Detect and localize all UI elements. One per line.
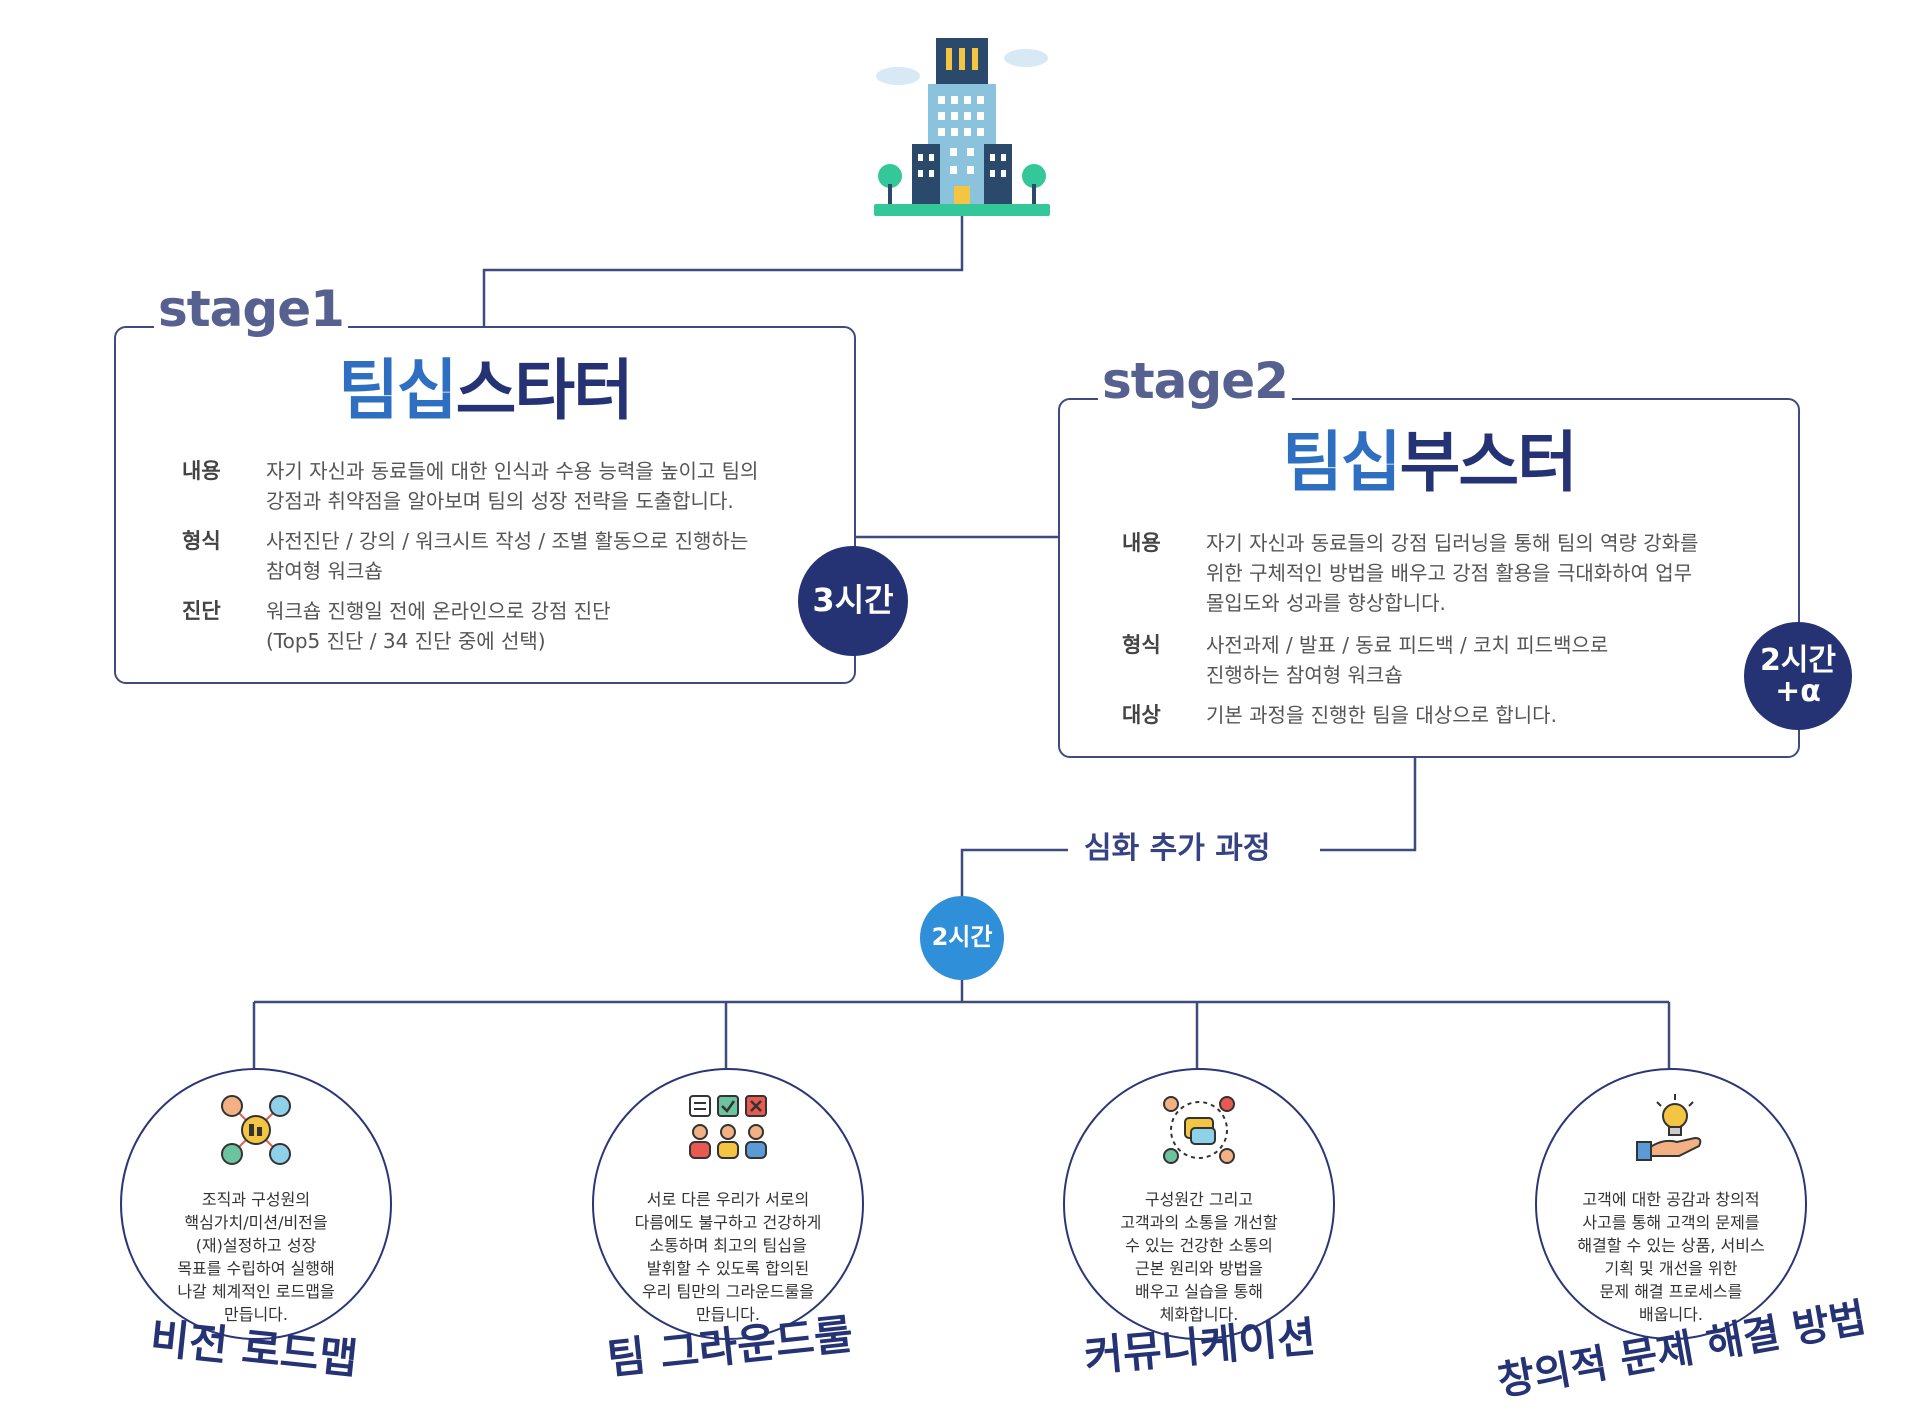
team-checklist-icon <box>689 1095 767 1159</box>
stage1-row-diagnosis: 진단 워크숍 진행일 전에 온라인으로 강점 진단 (Top5 진단 / 34 … <box>182 596 611 656</box>
module-communication: 구성원간 그리고 고객과의 소통을 개선할 수 있는 건강한 소통의 근본 원리… <box>1063 1068 1335 1340</box>
stage2-row-value: 기본 과정을 진행한 팀을 대상으로 합니다. <box>1206 703 1557 727</box>
stage1-row-value: 워크숍 진행일 전에 온라인으로 강점 진단 (Top5 진단 / 34 진단 … <box>266 599 611 653</box>
stage2-row-value: 자기 자신과 동료들의 강점 딥러닝을 통해 팀의 역량 강화를 위한 구체적인… <box>1206 531 1699 615</box>
stage2-row-content: 내용 자기 자신과 동료들의 강점 딥러닝을 통해 팀의 역량 강화를 위한 구… <box>1122 528 1698 618</box>
stage1-row-format: 형식 사전진단 / 강의 / 워크시트 작성 / 조별 활동으로 진행하는 참여… <box>182 526 748 586</box>
stage1-duration-badge: 3시간 <box>798 546 908 656</box>
stage2-row-key: 내용 <box>1122 531 1161 555</box>
stage1-title-starter: 스타터 <box>455 352 634 429</box>
communication-icon <box>1163 1096 1235 1164</box>
module-description: 구성원간 그리고 고객과의 소통을 개선할 수 있는 건강한 소통의 근본 원리… <box>1120 1190 1278 1324</box>
advanced-duration-badge: 2시간 <box>920 896 1004 980</box>
stage1-row-key: 진단 <box>182 599 221 623</box>
stage1-title: 팀십스타터 <box>116 358 854 424</box>
stage1-row-content: 내용 자기 자신과 동료들에 대한 인식과 수용 능력을 높이고 팀의 강점과 … <box>182 456 758 516</box>
stage2-title-booster: 부스터 <box>1399 424 1578 501</box>
stage2-label: stage2 <box>1098 356 1292 406</box>
stage1-row-key: 내용 <box>182 459 221 483</box>
advanced-course-label: 심화 추가 과정 <box>1074 834 1281 864</box>
stage2-row-target: 대상 기본 과정을 진행한 팀을 대상으로 합니다. <box>1122 700 1557 730</box>
advanced-label-left-line <box>960 848 1068 900</box>
module-description: 서로 다른 우리가 서로의 다름에도 불구하고 건강하게 소통하며 최고의 팀십… <box>634 1190 822 1324</box>
stage1-label: stage1 <box>154 284 348 334</box>
stage2-row-format: 형식 사전과제 / 발표 / 동료 피드백 / 코치 피드백으로 진행하는 참여… <box>1122 630 1608 690</box>
stage2-row-key: 형식 <box>1122 633 1161 657</box>
module-description: 고객에 대한 공감과 창의적 사고를 통해 고객의 문제를 해결할 수 있는 상… <box>1577 1190 1765 1324</box>
stage2-duration-badge: 2시간 +α <box>1744 622 1852 730</box>
stage1-row-value: 사전진단 / 강의 / 워크시트 작성 / 조별 활동으로 진행하는 참여형 워… <box>266 529 749 583</box>
module-vision-roadmap: 조직과 구성원의 핵심가치/미션/비전을 (재)설정하고 성장 목표를 수립하여… <box>120 1068 392 1340</box>
stage1-card: 팀십스타터 내용 자기 자신과 동료들에 대한 인식과 수용 능력을 높이고 팀… <box>114 326 856 684</box>
stage2-card: 팀십부스터 내용 자기 자신과 동료들의 강점 딥러닝을 통해 팀의 역량 강화… <box>1058 398 1800 758</box>
stage1-row-key: 형식 <box>182 529 221 553</box>
building-icon <box>874 38 1050 216</box>
stage2-row-value: 사전과제 / 발표 / 동료 피드백 / 코치 피드백으로 진행하는 참여형 워… <box>1206 633 1609 687</box>
stage2-title: 팀십부스터 <box>1060 430 1798 496</box>
building-to-stage1-line <box>482 212 964 326</box>
stage1-title-teamship: 팀십 <box>338 352 457 429</box>
stage2-row-key: 대상 <box>1122 703 1161 727</box>
module-creative-problem-solving: 고객에 대한 공감과 창의적 사고를 통해 고객의 문제를 해결할 수 있는 상… <box>1535 1068 1807 1340</box>
stage1-row-value: 자기 자신과 동료들에 대한 인식과 수용 능력을 높이고 팀의 강점과 취약점… <box>266 459 759 513</box>
idea-hand-icon <box>1636 1094 1702 1161</box>
module-team-groundrule: 서로 다른 우리가 서로의 다름에도 불구하고 건강하게 소통하며 최고의 팀십… <box>592 1068 864 1340</box>
vision-network-icon <box>221 1095 291 1165</box>
stage2-title-teamship: 팀십 <box>1282 424 1401 501</box>
module-description: 조직과 구성원의 핵심가치/미션/비전을 (재)설정하고 성장 목표를 수립하여… <box>177 1190 335 1324</box>
stage2-to-advanced-line <box>1320 757 1417 852</box>
